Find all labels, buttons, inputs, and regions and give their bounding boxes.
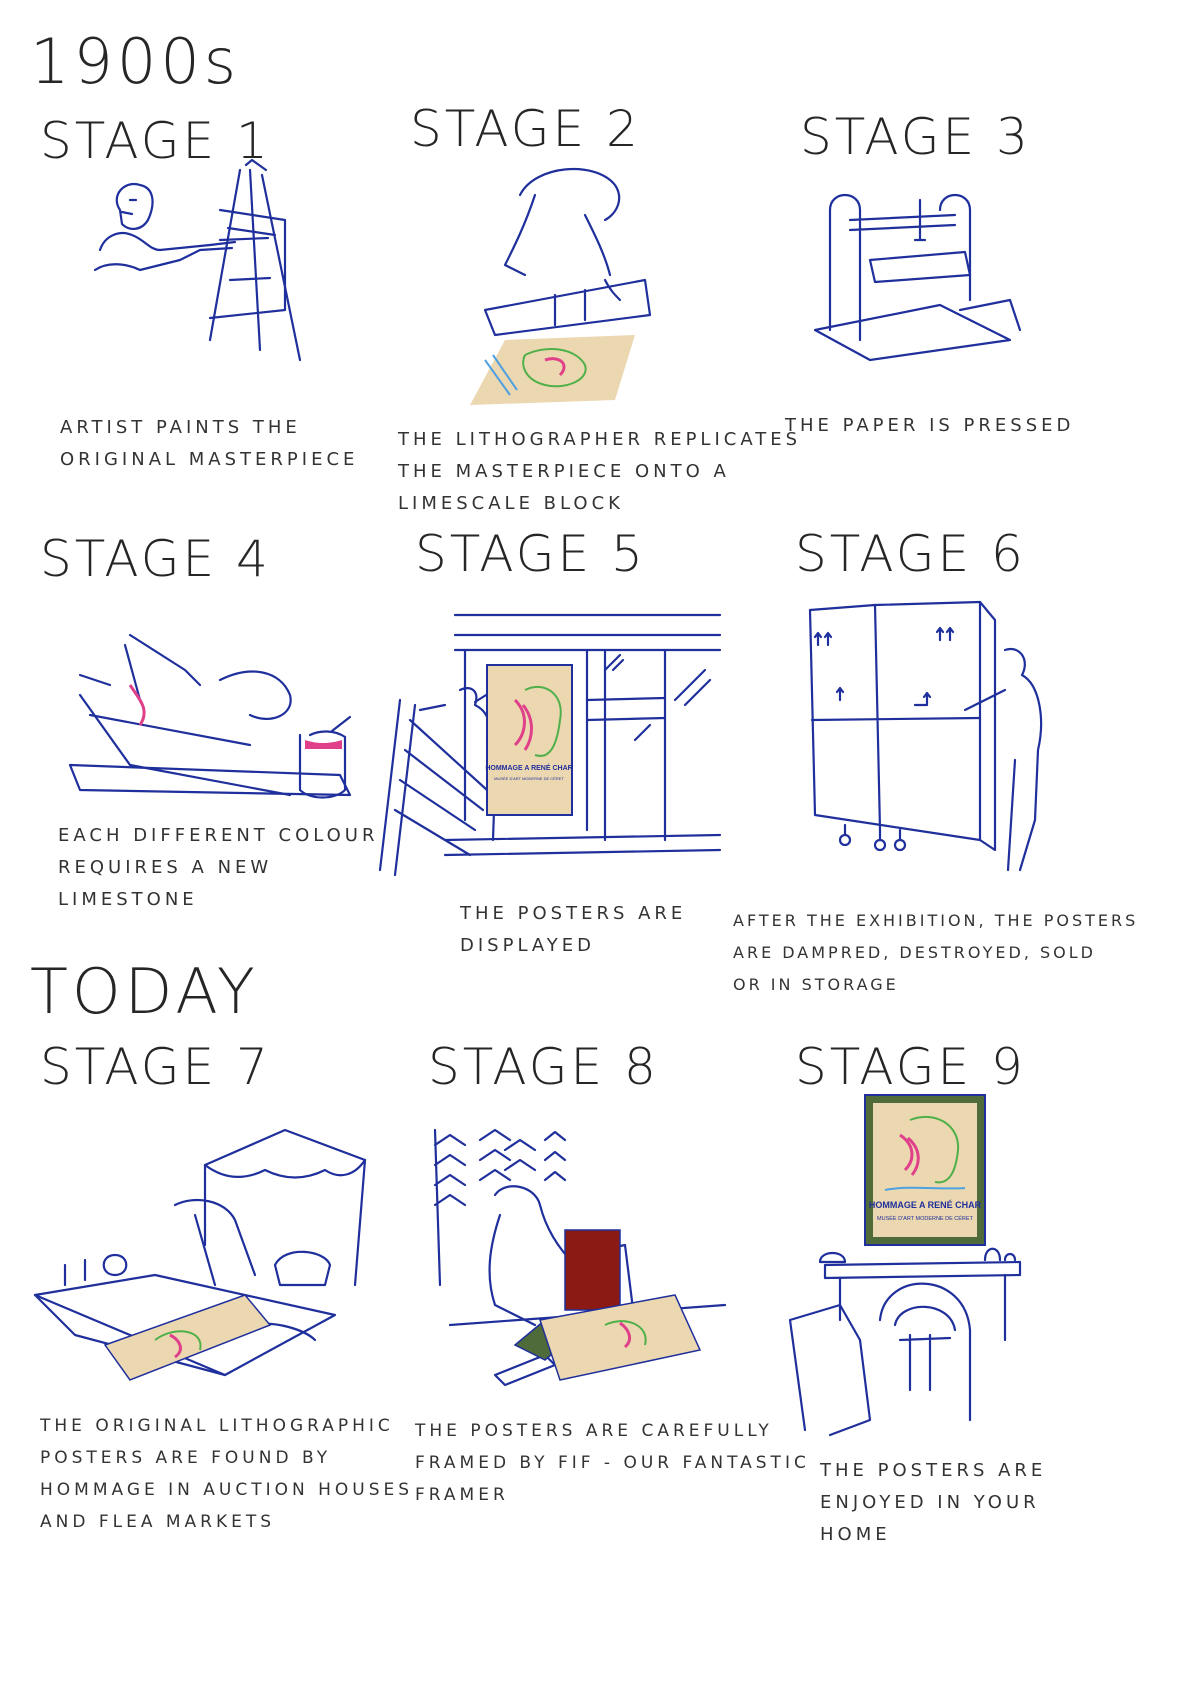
stage-5-display-illustration: HOMMAGE A RENÉ CHAR MUSÉE D'ART MODERNE …: [378, 613, 722, 877]
era-heading-today: TODAY: [30, 955, 259, 1028]
stage-8-poster-sheet: [539, 1294, 702, 1381]
stage-2-title: STAGE 2: [410, 100, 641, 158]
stage-7-caption: THE ORIGINAL LITHOGRAPHIC POSTERS ARE FO…: [40, 1416, 414, 1532]
stage-9-poster-title: HOMMAGE A RENÉ CHAR: [869, 1200, 982, 1210]
stage-4-limestone-illustration: [68, 633, 352, 799]
stage-5-caption: THE POSTERS ARE DISPLAYED: [460, 903, 687, 956]
stage-6-title: STAGE 6: [795, 525, 1026, 583]
stage-4-title: STAGE 4: [40, 530, 271, 588]
stage-8-caption: THE POSTERS ARE CAREFULLY FRAMED BY FIF …: [415, 1421, 810, 1505]
stage-7-market-illustration: [33, 1128, 367, 1381]
era-heading-1900s: 1900s: [30, 25, 241, 98]
stage-1-title: STAGE 1: [40, 112, 271, 170]
stage-5-poster-subtitle: MUSÉE D'ART MODERNE DE CÉRET: [494, 776, 564, 781]
stage-5-title: STAGE 5: [415, 525, 646, 583]
stage-9-home-illustration: HOMMAGE A RENÉ CHAR MUSÉE D'ART MODERNE …: [788, 1094, 1022, 1437]
stage-8-red-mat: [564, 1229, 621, 1311]
stage-7-title: STAGE 7: [40, 1038, 271, 1096]
stage-3-press-illustration: [813, 194, 1022, 362]
stage-6-crates-illustration: [808, 600, 1043, 872]
stage-9-title: STAGE 9: [795, 1038, 1026, 1096]
stage-5-poster-title: HOMMAGE A RENÉ CHAR: [485, 763, 572, 772]
stage-2-lithographer-illustration: [470, 167, 652, 405]
stage-9-framed-poster: HOMMAGE A RENÉ CHAR MUSÉE D'ART MODERNE …: [864, 1094, 986, 1246]
stage-1-artist-illustration: [93, 158, 302, 362]
stage-8-framer-illustration: [433, 1128, 727, 1387]
stage-2-caption: THE LITHOGRAPHER REPLICATES THE MASTERPI…: [398, 429, 802, 514]
stage-3-title: STAGE 3: [800, 108, 1031, 166]
stage-6-caption: AFTER THE EXHIBITION, THE POSTERS ARE DA…: [733, 911, 1139, 994]
stage-8-title: STAGE 8: [428, 1038, 659, 1096]
stage-1-caption: ARTIST PAINTS THE ORIGINAL MASTERPIECE: [60, 417, 359, 470]
stage-7-poster-on-table: [103, 1294, 272, 1381]
stage-3-caption: THE PAPER IS PRESSED: [785, 415, 1075, 436]
stage-9-poster-subtitle: MUSÉE D'ART MODERNE DE CÉRET: [877, 1215, 974, 1222]
stage-2-poster-sheet: [470, 335, 635, 405]
stage-5-poster: HOMMAGE A RENÉ CHAR MUSÉE D'ART MODERNE …: [485, 664, 573, 816]
stage-4-caption: EACH DIFFERENT COLOUR REQUIRES A NEW LIM…: [58, 825, 379, 910]
stage-9-caption: THE POSTERS ARE ENJOYED IN YOUR HOME: [820, 1460, 1047, 1545]
